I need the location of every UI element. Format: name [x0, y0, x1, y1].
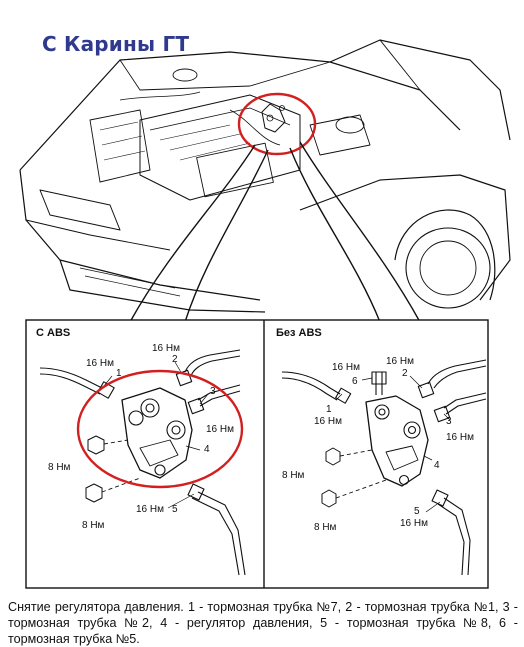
label-torque-pipe2: 16 Нм [152, 343, 180, 354]
label-torque-pipe3: 16 Нм [206, 424, 234, 435]
panel-heading-without-abs: Без ABS [276, 327, 322, 339]
panel-heading-with-abs: С ABS [36, 327, 70, 339]
label-callout-2: 2 [172, 354, 178, 365]
callout-beams [129, 141, 421, 323]
label-torque-nut-upper: 8 Нм [48, 462, 71, 473]
label-torque-nut-lower: 8 Нм [82, 520, 105, 531]
label-callout-4: 4 [204, 444, 210, 455]
label-torque-pipe5: 16 Нм [136, 504, 164, 515]
label-callout-1: 1 [116, 368, 122, 379]
overlay-title: С Карины ГТ [42, 32, 190, 56]
car-engine-illustration [19, 39, 511, 313]
label-callout-4: 4 [434, 460, 440, 471]
label-torque-pipe3: 16 Нм [446, 432, 474, 443]
figure-caption: Снятие регулятора давления. 1 - тормозна… [8, 600, 518, 646]
label-callout-3: 3 [210, 386, 216, 397]
label-torque-nut-upper: 8 Нм [282, 470, 305, 481]
regulator-location-highlight [237, 92, 317, 156]
label-callout-6: 6 [352, 376, 358, 387]
label-callout-5: 5 [414, 506, 420, 517]
regulator-highlight-circle [76, 369, 244, 489]
label-callout-1: 1 [326, 404, 332, 415]
detail-frame [25, 319, 489, 589]
label-callout-3: 3 [446, 416, 452, 427]
label-callout-2: 2 [402, 368, 408, 379]
label-torque-pipe2: 16 Нм [386, 356, 414, 367]
label-torque-pipe5: 16 Нм [400, 518, 428, 529]
panel-without-abs: Без ABS [276, 327, 487, 576]
label-torque-pipe1: 16 Нм [86, 358, 114, 369]
label-torque-pipe6: 16 Нм [332, 362, 360, 373]
label-torque-nut-lower: 8 Нм [314, 522, 337, 533]
label-torque-pipe1: 16 Нм [314, 416, 342, 427]
label-callout-5: 5 [172, 504, 178, 515]
